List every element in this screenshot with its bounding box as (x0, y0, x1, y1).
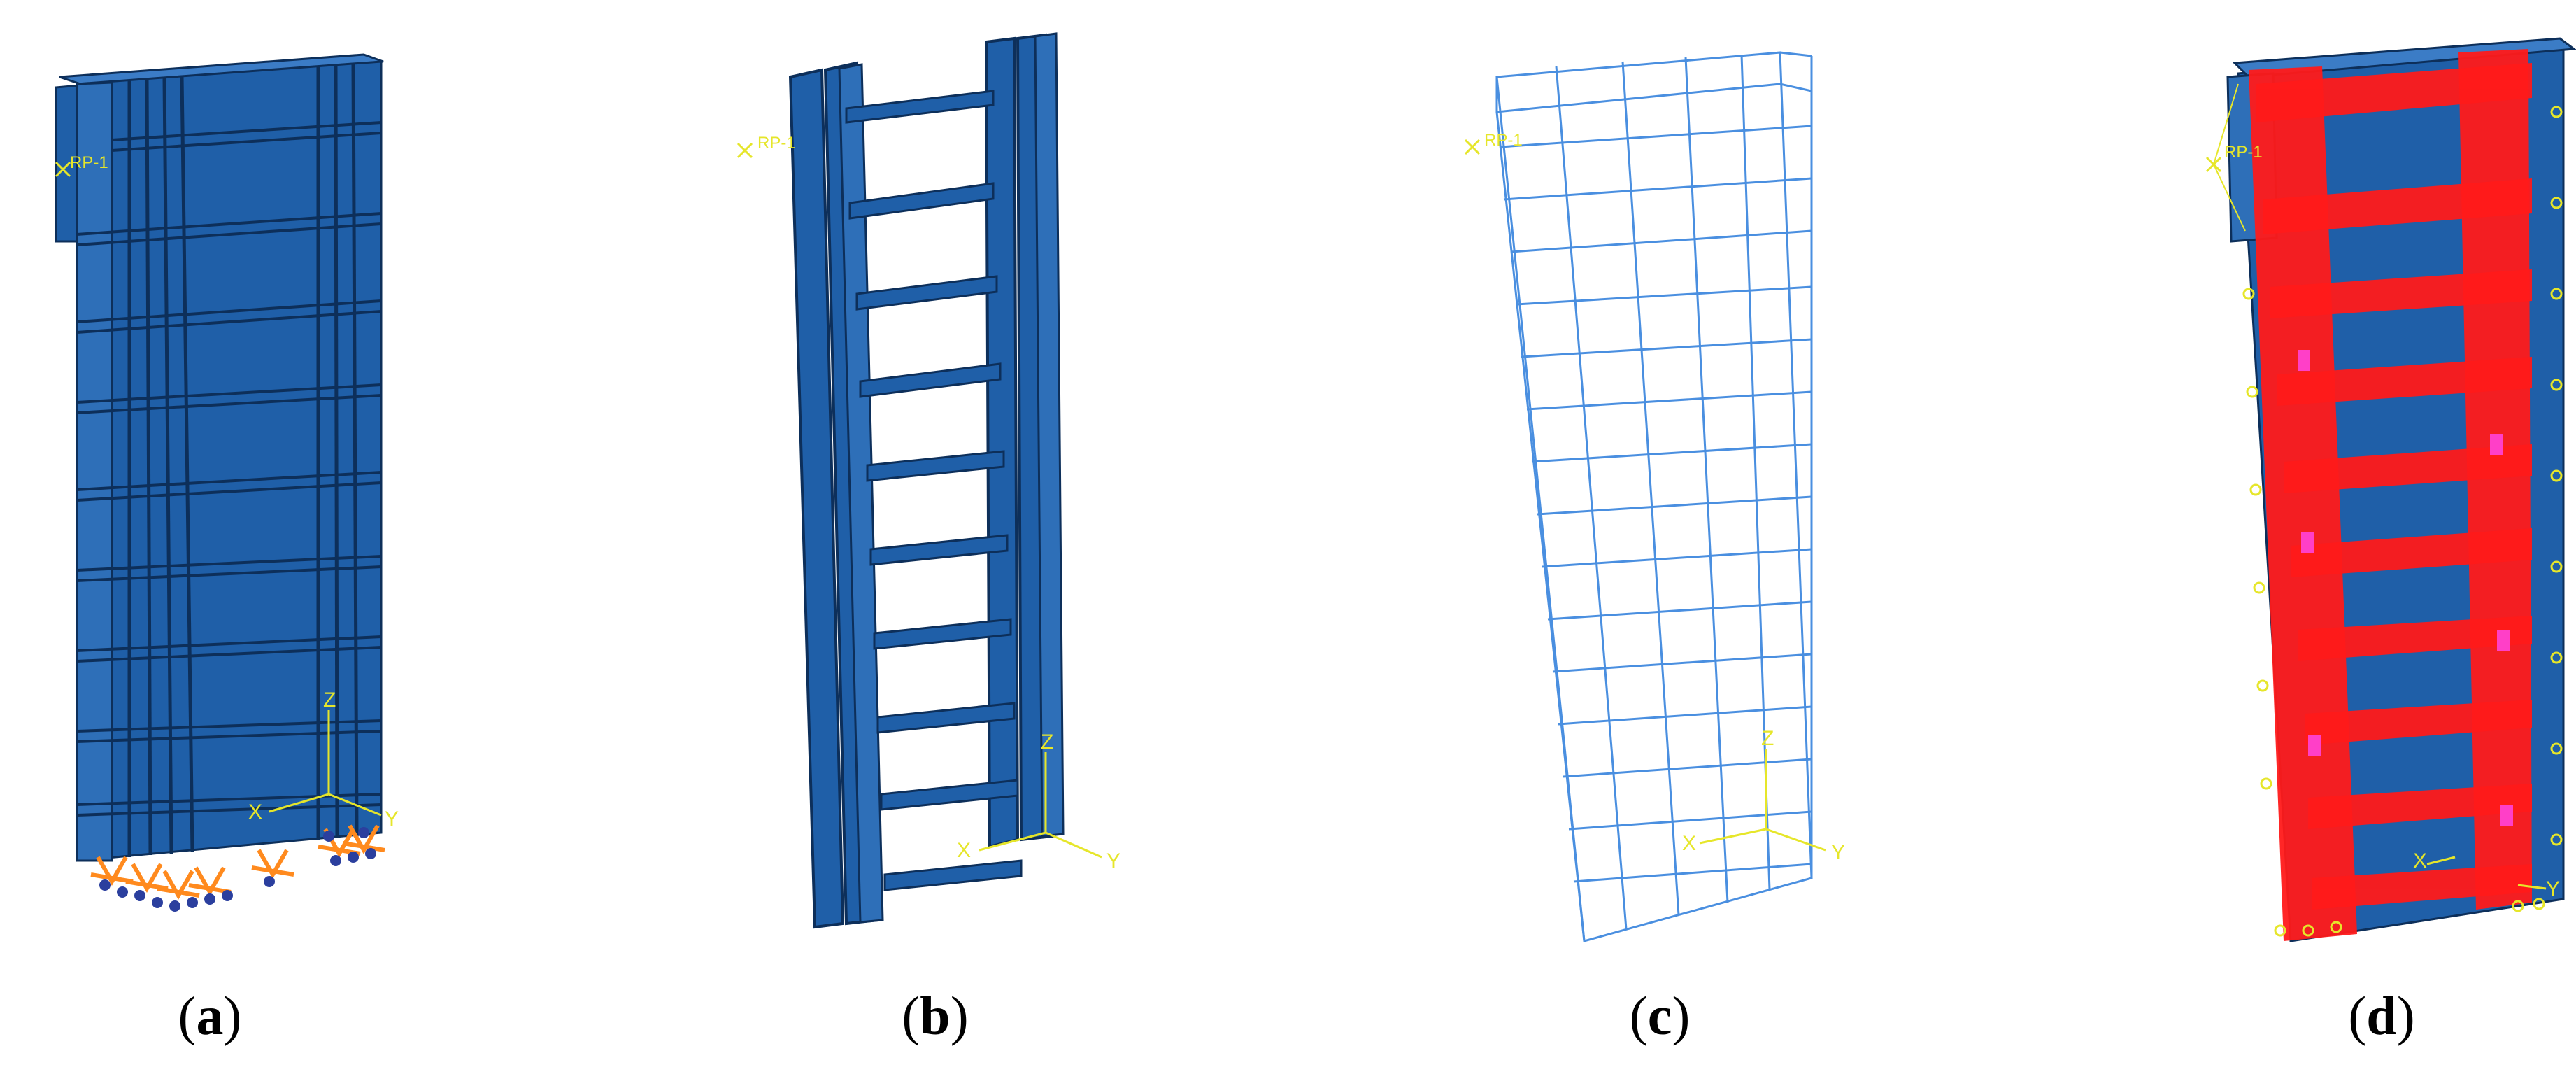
constraint-beams-d (2256, 63, 2532, 910)
caption-a: (a) (178, 985, 242, 1046)
axis-triad-a (269, 710, 382, 817)
caption-c: (c) (1630, 985, 1691, 1046)
axis-triad-b (979, 752, 1102, 859)
boundary-conditions-a (90, 824, 385, 912)
frame-b-beams (845, 90, 1023, 891)
axis-triad-d (2426, 856, 2547, 890)
frame-b-right-columns (984, 32, 1065, 849)
rp-marker-d: RP-1 (2205, 83, 2263, 232)
axis-y-label-c: Y (1831, 841, 1845, 864)
panel-b: RP-1 Z X Y (736, 32, 1120, 929)
axis-x-label-d: X (2413, 849, 2427, 872)
wall-a-side-face (76, 81, 113, 862)
caption-b: (b) (902, 985, 968, 1046)
rp-label-c: RP-1 (1484, 131, 1523, 150)
rp-marker-b: RP-1 (736, 134, 796, 159)
constraint-nodes-d (2242, 106, 2563, 937)
axis-z-label-b: Z (1041, 730, 1053, 754)
wire-c-front-face (1495, 51, 1813, 942)
rp-marker-c: RP-1 (1464, 131, 1523, 155)
wire-c-verticals (1555, 54, 1771, 930)
caption-d: (d) (2348, 985, 2414, 1046)
wall-a-beams (76, 121, 382, 817)
tie-markers-d (2298, 350, 2513, 826)
axis-y-label-a: Y (385, 807, 399, 831)
wire-c-horizontals (1500, 125, 1812, 883)
axis-y-label-d: Y (2546, 877, 2560, 900)
panel-d: RP-1 X Y (2205, 37, 2576, 942)
rp-label-b: RP-1 (757, 134, 796, 153)
axis-x-label-a: X (248, 800, 262, 824)
panel-c-labels: RP-1 Z X Y (1464, 131, 1845, 864)
panel-a: RP-1 (55, 53, 399, 912)
rp-label-d: RP-1 (2224, 143, 2263, 162)
panel-c (1495, 51, 1813, 942)
axis-x-label-c: X (1682, 832, 1696, 855)
axis-z-label-a: Z (323, 688, 336, 712)
axis-triad-c (1699, 749, 1826, 852)
rp-marker-a: RP-1 (55, 153, 108, 178)
frame-b-left-columns (788, 61, 884, 929)
rp-label-a: RP-1 (70, 153, 108, 172)
wall-a-columns (127, 63, 359, 857)
axis-z-label-c: Z (1761, 727, 1774, 750)
axis-y-label-b: Y (1106, 849, 1120, 872)
axis-x-label-b: X (957, 839, 971, 862)
